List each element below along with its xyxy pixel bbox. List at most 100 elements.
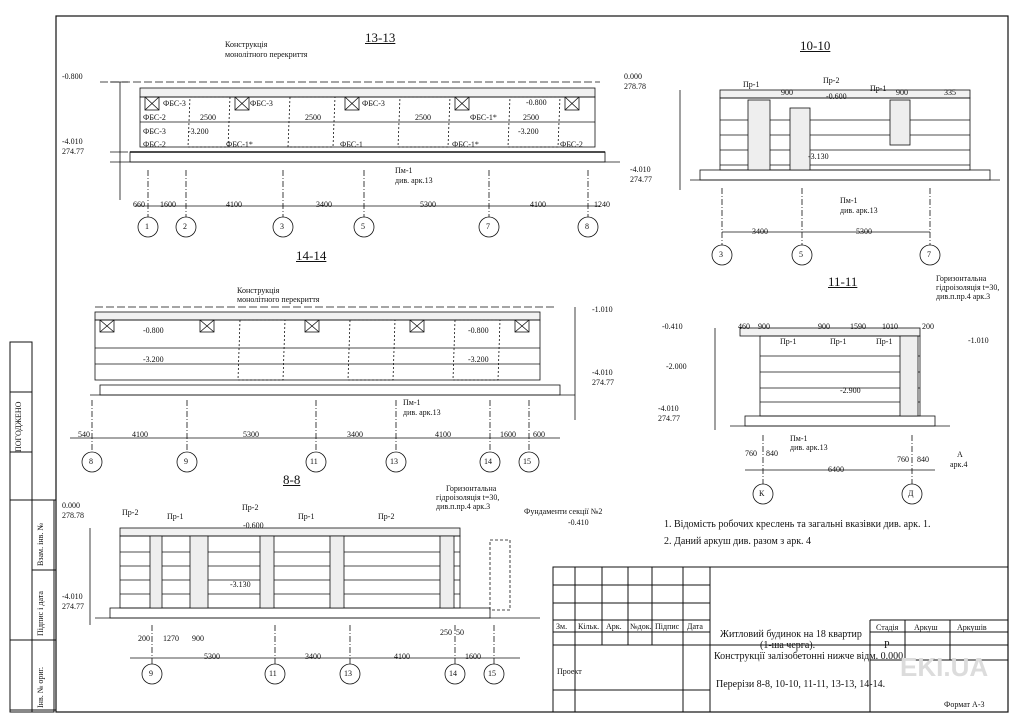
span-label: 2500 [305, 113, 321, 122]
axis-2: 2 [183, 222, 187, 231]
level: -0.410 [568, 518, 589, 527]
stamp-vzam: Взам. інв. № [36, 522, 45, 566]
dim-4: 3400 [316, 200, 332, 209]
lintel-label: Пр-1 [870, 84, 887, 93]
level-mid: -3.200 [468, 355, 489, 364]
block-label: ФБС-3 [362, 99, 385, 108]
title-block-grid [552, 566, 1009, 713]
level-abs: 274.77 [658, 414, 680, 423]
level-mid: -3.200 [143, 355, 164, 364]
section-14-14-graphic [70, 306, 576, 473]
general-note-2: 2. Даний аркуш див. разом з арк. 4 [664, 536, 812, 547]
dim: 900 [818, 322, 830, 331]
level-bottom-abs: 274.77 [592, 378, 614, 387]
block-label: ФБС-3 [250, 99, 273, 108]
dim: 1600 [465, 652, 481, 661]
block-label: ФБС-3 [143, 127, 166, 136]
dim: 3400 [752, 227, 768, 236]
level: -2.900 [840, 386, 861, 395]
level-mid: -0.600 [826, 92, 847, 101]
block-label: ФБС-2 [143, 113, 166, 122]
level: -3.130 [230, 580, 251, 589]
level-mid-b: -3.200 [518, 127, 539, 136]
axis: 11 [269, 669, 277, 678]
tb-header-ark: Арк. [606, 622, 622, 631]
section-title-10-10: 10-10 [800, 38, 831, 53]
axis: Д [908, 489, 914, 498]
axis-3: 3 [280, 222, 284, 231]
block-label: ФБС-2 [143, 140, 166, 149]
tb-arkushiv: Аркушів [957, 623, 987, 632]
gidro-note-2: гідроізоляція t=30, [936, 283, 1000, 292]
dim: 4100 [394, 652, 410, 661]
dim: 1590 [850, 322, 866, 331]
lintel-label: Пр-1 [830, 337, 847, 346]
dim: 900 [192, 634, 204, 643]
level-bottom-abs: 274.77 [62, 602, 84, 611]
level-bottom: -4.010 [592, 368, 613, 377]
dim: 840 [917, 455, 929, 464]
axis: 15 [488, 669, 496, 678]
gidro-note-1: Горизонтальна [446, 484, 497, 493]
dim: 335 [944, 88, 956, 97]
level: -2.000 [666, 362, 687, 371]
level: -0.600 [243, 521, 264, 530]
dim-6: 4100 [530, 200, 546, 209]
axis: 5 [799, 250, 803, 259]
level-mid: -0.800 [468, 326, 489, 335]
dim: 900 [758, 322, 770, 331]
stamp-pogodzheno: ПОГОДЖЕНО [14, 401, 23, 452]
fund-note: Фундаменти секції №2 [524, 507, 603, 516]
tb-proekt: Проект [557, 667, 582, 676]
span-label: 2500 [200, 113, 216, 122]
level-top: -0.800 [62, 72, 83, 81]
axis: 14 [449, 669, 457, 678]
dim-3: 4100 [226, 200, 242, 209]
tb-header-zm: Зм. [556, 622, 568, 631]
axis: 9 [149, 669, 153, 678]
tb-project-1: Житловий будинок на 18 квартир [720, 629, 862, 640]
level: -1.010 [968, 336, 989, 345]
dim: 50 [456, 628, 464, 637]
gidro-note-2: гідроізоляція t=30, [436, 493, 500, 502]
block-label: ФБС-2 [560, 140, 583, 149]
tb-arkush: Аркуш [914, 623, 938, 632]
note-constr-2: монолітного перекриття [237, 295, 320, 304]
section-title-8-8: 8-8 [283, 472, 301, 487]
lintel-label: Пр-1 [167, 512, 184, 521]
tb-stadia-value: Р [884, 640, 890, 651]
dim: 600 [533, 430, 545, 439]
pm-ref: див. арк.13 [403, 408, 441, 417]
tb-project-3: Конструкції залізобетонні нижче відм. 0.… [714, 651, 904, 662]
level-mid: -0.800 [143, 326, 164, 335]
level-bottom-abs: 274.77 [630, 175, 652, 184]
tb-header-data: Дата [687, 622, 703, 631]
pm-label: Пм-1 [403, 398, 421, 407]
section-11-11-graphic [714, 327, 950, 505]
block-label: ФБС-3 [163, 99, 186, 108]
block-label: ФБС-1* [470, 113, 497, 122]
level-bottom-abs: 274.77 [62, 147, 84, 156]
section-title-11-11: 11-11 [828, 274, 858, 289]
dim-2: 1600 [160, 200, 176, 209]
tb-project-2: (1-ша черга). [760, 640, 816, 651]
level-top: -1.010 [592, 305, 613, 314]
pm-ref: див. арк.13 [790, 443, 828, 452]
dim: 540 [78, 430, 90, 439]
axis: К [759, 489, 765, 498]
axis: 15 [523, 457, 531, 466]
block-label: ФБС-1 [340, 140, 363, 149]
level: -4.010 [658, 404, 679, 413]
section-13-13-graphic [100, 81, 620, 238]
level-mid-c: -0.800 [526, 98, 547, 107]
dim: 4100 [132, 430, 148, 439]
dim: 760 [897, 455, 909, 464]
dim: 3400 [347, 430, 363, 439]
general-note-1: 1. Відомість робочих креслень та загальн… [664, 519, 931, 530]
gidro-note-3: див.п.пр.4 арк.3 [936, 292, 991, 301]
axis: 11 [310, 457, 318, 466]
stamp-inv: Інв. № ориг. [36, 666, 45, 708]
axis: 8 [89, 457, 93, 466]
level-top-abs: 278.78 [624, 82, 646, 91]
pm-ref: див. арк.13 [395, 176, 433, 185]
